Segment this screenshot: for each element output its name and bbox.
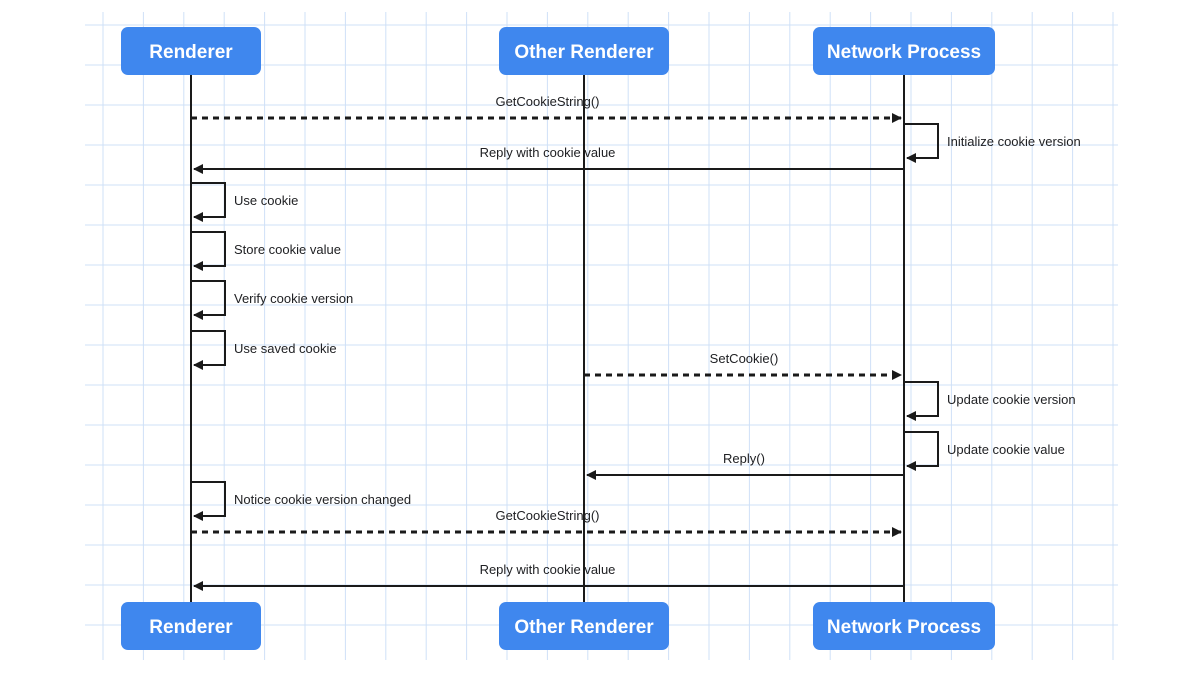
message: GetCookieString() [191,94,902,123]
message-label: Reply with cookie value [480,145,616,160]
actor-network-top: Network Process [813,27,995,75]
self-message-label: Update cookie value [947,442,1065,457]
self-arrow [191,330,226,370]
message-label: SetCookie() [710,351,779,366]
actor-label: Other Renderer [514,617,654,638]
actor-box [499,27,669,75]
self-message-label: Notice cookie version changed [234,492,411,507]
actor-renderer-top: Renderer [121,27,261,75]
actor-row-bottom: Renderer Other Renderer Network Process [121,602,995,650]
background-grid [85,12,1118,660]
actor-network-bottom: Network Process [813,602,995,650]
messages: GetCookieString() Initialize cookie versi… [191,94,1081,591]
actor-label: Other Renderer [514,42,654,63]
self-arrow [191,481,226,521]
self-message: Update cookie version [904,381,1076,421]
actor-box [121,27,261,75]
self-message: Store cookie value [191,231,341,271]
self-message-label: Use saved cookie [234,341,337,356]
actor-box [813,602,995,650]
self-message-label: Update cookie version [947,392,1076,407]
actor-renderer-bottom: Renderer [121,602,261,650]
self-arrow [904,123,939,163]
self-message-label: Verify cookie version [234,291,353,306]
self-message: Initialize cookie version [904,123,1081,163]
actor-box [121,602,261,650]
message: SetCookie() [584,351,902,380]
message: Reply with cookie value [193,145,904,174]
self-message: Use saved cookie [191,330,337,370]
self-arrow [191,231,226,271]
message-label: GetCookieString() [495,508,599,523]
actor-row-top: Renderer Other Renderer Network Process [121,27,995,75]
actor-label: Network Process [827,617,981,638]
self-arrow [191,182,226,222]
message: Reply with cookie value [193,562,904,591]
self-message: Use cookie [191,182,298,222]
message: GetCookieString() [191,508,902,537]
self-message-label: Initialize cookie version [947,134,1081,149]
message-label: Reply with cookie value [480,562,616,577]
self-message-label: Store cookie value [234,242,341,257]
actor-box [499,602,669,650]
actor-other-bottom: Other Renderer [499,602,669,650]
self-arrow [904,381,939,421]
self-arrow [904,431,939,471]
self-message: Verify cookie version [191,280,353,320]
self-message: Notice cookie version changed [191,481,411,521]
actor-label: Renderer [149,617,233,638]
actor-box [813,27,995,75]
message-label: GetCookieString() [495,94,599,109]
self-message: Update cookie value [904,431,1065,471]
lifelines [190,75,905,602]
self-arrow [191,280,226,320]
self-message-label: Use cookie [234,193,298,208]
actor-other-top: Other Renderer [499,27,669,75]
message-label: Reply() [723,451,765,466]
message: Reply() [586,451,904,480]
actor-label: Renderer [149,42,233,63]
actor-label: Network Process [827,42,981,63]
